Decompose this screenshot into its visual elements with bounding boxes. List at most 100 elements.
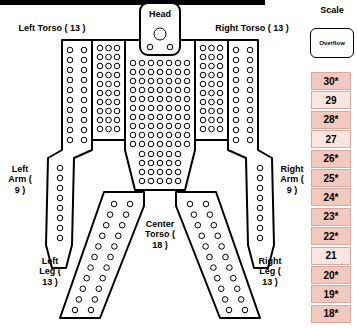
armor-pip (233, 67, 239, 73)
armor-pip (81, 57, 87, 63)
armor-pip (166, 114, 172, 120)
armor-pip (106, 117, 112, 123)
armor-pip (148, 160, 154, 166)
scale-value: 25* (323, 173, 338, 184)
armor-pip (233, 57, 239, 63)
armor-pip (88, 265, 94, 271)
scale-title: Scale (320, 5, 344, 15)
right-arm-outline (228, 40, 274, 268)
armor-pip (114, 45, 120, 51)
armor-pip (219, 244, 225, 250)
armor-pip (200, 117, 206, 123)
armor-pip (106, 126, 112, 132)
armor-pip (166, 78, 172, 84)
armor-pip (97, 81, 103, 87)
armor-pip (139, 78, 145, 84)
armor-pip (200, 81, 206, 87)
armor-pip (247, 107, 253, 113)
armor-pip (108, 254, 114, 260)
armor-pip (257, 195, 263, 201)
armor-pip (148, 69, 154, 75)
armor-pip (184, 96, 190, 102)
armor-pip (233, 127, 239, 133)
armor-pip (217, 63, 223, 69)
armor-pip (103, 222, 109, 228)
armor-pip (157, 69, 163, 75)
armor-pip (81, 137, 87, 143)
armor-pip (148, 178, 154, 184)
armor-pip (148, 105, 154, 111)
armor-pip (139, 160, 145, 166)
scale-value: 23* (323, 211, 338, 222)
armor-pip (166, 105, 172, 111)
armor-pip (130, 123, 136, 129)
armor-pip (175, 160, 181, 166)
armor-pip (247, 57, 253, 63)
armor-pip (97, 108, 103, 114)
armor-pip (80, 286, 86, 292)
armor-pip (157, 132, 163, 138)
armor-dots (57, 28, 263, 313)
armor-pip (222, 297, 228, 303)
armor-pip (96, 244, 102, 250)
armor-pip (217, 126, 223, 132)
armor-pip (88, 307, 94, 313)
armor-pip (112, 244, 118, 250)
armor-pip (67, 107, 73, 113)
armor-pip (233, 87, 239, 93)
armor-pip (175, 132, 181, 138)
armor-pip (217, 72, 223, 78)
armor-pip (209, 54, 215, 60)
armor-pip (247, 67, 253, 73)
scale-value: 30* (323, 76, 338, 87)
armor-pip (139, 151, 145, 157)
armor-pip (106, 72, 112, 78)
armor-pip (67, 67, 73, 73)
armor-pip (57, 175, 63, 181)
armor-pip (166, 178, 172, 184)
armor-pip (57, 205, 63, 211)
armor-pip (166, 141, 172, 147)
scale-box: 24* (311, 188, 351, 206)
scale-value: 29 (325, 95, 336, 106)
scale-value: 22* (323, 231, 338, 242)
armor-pip (191, 212, 197, 218)
overflow-box: Overflow (310, 28, 354, 58)
armor-pip (231, 275, 237, 281)
armor-pip (139, 87, 145, 93)
location-label: Head (149, 9, 171, 19)
armor-pip (247, 97, 253, 103)
armor-pip (139, 123, 145, 129)
armor-pip (106, 45, 112, 51)
armor-pip (175, 169, 181, 175)
armor-pip (157, 169, 163, 175)
armor-pip (97, 90, 103, 96)
armor-pip (81, 67, 87, 73)
armor-pip (200, 54, 206, 60)
armor-pip (166, 69, 172, 75)
armor-pip (175, 151, 181, 157)
armor-pip (148, 87, 154, 93)
scale-value: 24* (323, 192, 338, 203)
armor-pip (207, 212, 213, 218)
armor-pip (97, 63, 103, 69)
armor-pip (114, 63, 120, 69)
armor-pip (139, 178, 145, 184)
armor-pip (114, 108, 120, 114)
armor-pip (97, 54, 103, 60)
location-label: Left Leg ( 13 ) (34, 256, 66, 287)
armor-pip (106, 63, 112, 69)
armor-pip (184, 87, 190, 93)
armor-pip (200, 72, 206, 78)
armor-pip (200, 45, 206, 51)
armor-pip (195, 222, 201, 228)
armor-pip (96, 286, 102, 292)
armor-pip (130, 105, 136, 111)
armor-pip (57, 235, 63, 241)
armor-pip (67, 57, 73, 63)
armor-pip (157, 60, 163, 66)
armor-pip (100, 233, 106, 239)
scale-value: 18* (323, 308, 338, 319)
armor-pip (147, 44, 153, 50)
armor-pip (67, 97, 73, 103)
